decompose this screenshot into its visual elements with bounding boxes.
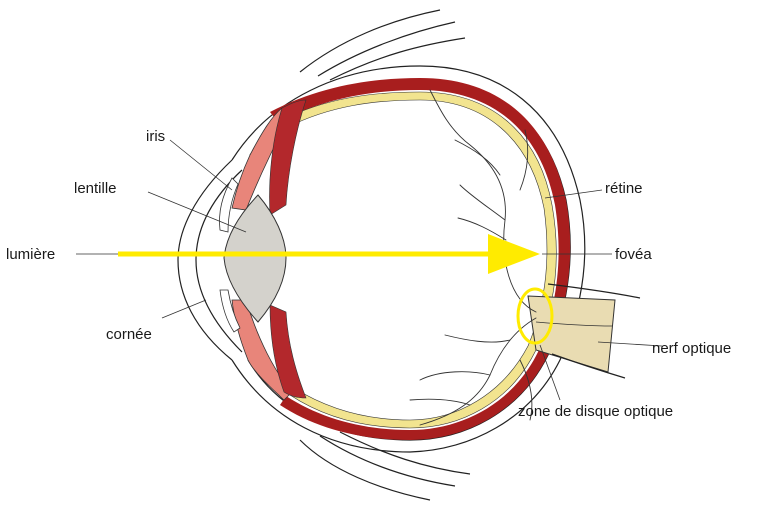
label-lentille: lentille — [74, 180, 117, 197]
label-nerf-optique: nerf optique — [652, 340, 731, 357]
label-cornee: cornée — [106, 326, 152, 343]
label-iris: iris — [146, 128, 165, 145]
label-retine: rétine — [605, 180, 643, 197]
label-zone-disque-optique: zone de disque optique — [518, 403, 673, 420]
light-ray-arrowhead — [488, 234, 540, 274]
light-ray — [118, 234, 540, 274]
label-lumiere: lumière — [6, 246, 55, 263]
label-fovea: fovéa — [615, 246, 652, 263]
